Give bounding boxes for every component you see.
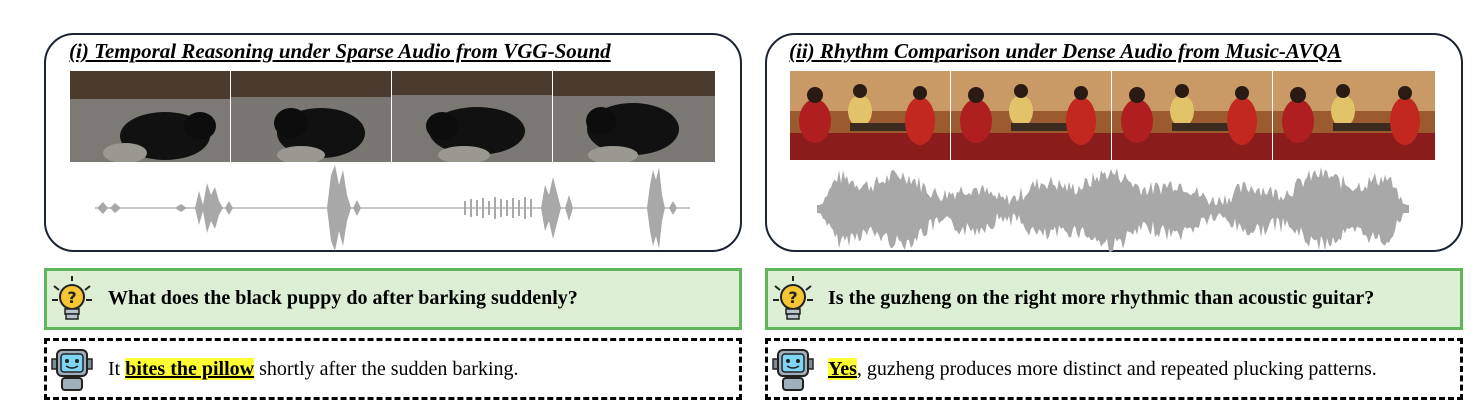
answer-highlight: bites the pillow — [125, 358, 255, 380]
right-panel-title: (ii) Rhythm Comparison under Dense Audio… — [789, 39, 1342, 63]
svg-text:?: ? — [67, 288, 76, 307]
answer-highlight: Yes — [828, 358, 857, 380]
video-frame — [1273, 71, 1435, 160]
video-frame — [790, 71, 950, 160]
left-question-text: What does the black puppy do after barki… — [108, 287, 578, 309]
video-frame — [70, 71, 230, 162]
left-answer-text: It bites the pillow shortly after the su… — [108, 358, 519, 381]
video-frame — [231, 71, 391, 162]
video-frame — [392, 71, 552, 162]
left-question-box — [44, 268, 742, 330]
video-frame — [1112, 71, 1272, 160]
right-question-text: Is the guzheng on the right more rhythmi… — [828, 287, 1375, 309]
answer-prefix: It — [108, 358, 126, 380]
video-frame — [951, 71, 1111, 160]
video-frame — [553, 71, 715, 162]
svg-text:?: ? — [788, 288, 797, 307]
answer-suffix: shortly after the sudden barking. — [254, 358, 519, 380]
answer-suffix: , guzheng produces more distinct and rep… — [856, 358, 1377, 380]
lightbulb-question-icon: ? — [52, 276, 92, 320]
robot-icon — [772, 349, 814, 391]
left-panel-title: (i) Temporal Reasoning under Sparse Audi… — [69, 39, 611, 63]
right-answer-text: Yes, guzheng produces more distinct and … — [828, 358, 1377, 381]
left-audio-waveform — [95, 165, 690, 251]
lightbulb-question-icon: ? — [773, 276, 813, 320]
robot-icon — [51, 349, 93, 391]
right-answer-box — [765, 338, 1463, 400]
right-question-box — [765, 268, 1463, 330]
right-audio-waveform — [817, 167, 1409, 252]
